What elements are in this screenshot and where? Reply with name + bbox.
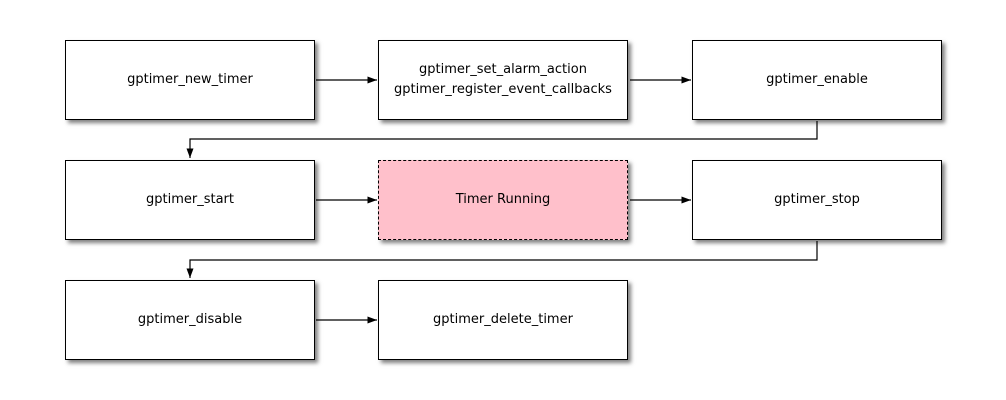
node-gptimer-delete-timer: gptimer_delete_timer bbox=[378, 280, 628, 360]
node-label: gptimer_stop bbox=[774, 191, 860, 207]
edge-stop-to-disable bbox=[186, 241, 818, 278]
node-label: Timer Running bbox=[455, 191, 551, 207]
node-gptimer-stop: gptimer_stop bbox=[692, 160, 942, 240]
node-gptimer-set-alarm-action: gptimer_set_alarm_action gptimer_registe… bbox=[378, 40, 628, 120]
node-label: gptimer_set_alarm_action gptimer_registe… bbox=[394, 61, 612, 97]
node-label: gptimer_disable bbox=[137, 311, 243, 327]
node-gptimer-new-timer: gptimer_new_timer bbox=[65, 40, 315, 120]
node-label: gptimer_new_timer bbox=[127, 71, 253, 87]
node-label: gptimer_enable bbox=[766, 71, 868, 87]
node-gptimer-disable: gptimer_disable bbox=[65, 280, 315, 360]
node-timer-running: Timer Running bbox=[378, 160, 628, 240]
edge-enable-to-start bbox=[186, 121, 818, 158]
node-label: gptimer_delete_timer bbox=[433, 311, 573, 327]
node-gptimer-start: gptimer_start bbox=[65, 160, 315, 240]
node-gptimer-enable: gptimer_enable bbox=[692, 40, 942, 120]
node-label: gptimer_start bbox=[146, 191, 234, 207]
